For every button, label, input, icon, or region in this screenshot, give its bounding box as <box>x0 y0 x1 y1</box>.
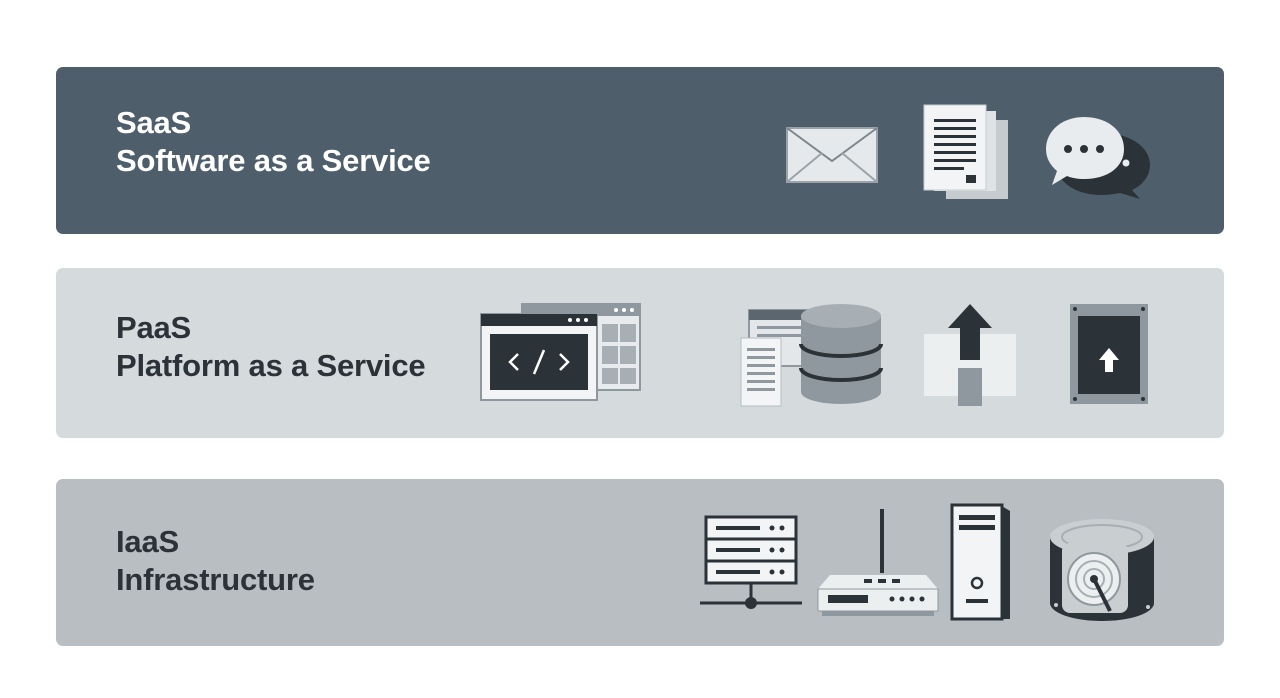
server-rack-icon <box>700 515 802 609</box>
upload-arrow-icon <box>924 304 1016 406</box>
deploy-panel-icon <box>1070 304 1148 404</box>
iaas-abbreviation: IaaS <box>116 524 179 559</box>
paas-layer: PaaS Platform as a Service <box>56 268 1224 438</box>
envelope-icon <box>786 127 878 183</box>
tower-server-icon <box>950 503 1010 621</box>
saas-full-name: Software as a Service <box>116 143 431 178</box>
router-icon <box>817 509 939 616</box>
database-icon <box>740 304 883 407</box>
saas-layer: SaaS Software as a Service <box>56 67 1224 234</box>
chat-bubbles-icon <box>1046 117 1150 199</box>
paas-full-name: Platform as a Service <box>116 348 426 383</box>
document-icon <box>923 104 1008 199</box>
paas-title: PaaS Platform as a Service <box>116 309 426 385</box>
iaas-full-name: Infrastructure <box>116 562 315 597</box>
saas-abbreviation: SaaS <box>116 105 192 140</box>
iaas-layer: IaaS Infrastructure <box>56 479 1224 646</box>
saas-title: SaaS Software as a Service <box>116 104 431 180</box>
iaas-title: IaaS Infrastructure <box>116 523 315 599</box>
paas-abbreviation: PaaS <box>116 310 192 345</box>
code-window-icon <box>480 303 641 401</box>
hard-drive-icon <box>1050 519 1154 621</box>
